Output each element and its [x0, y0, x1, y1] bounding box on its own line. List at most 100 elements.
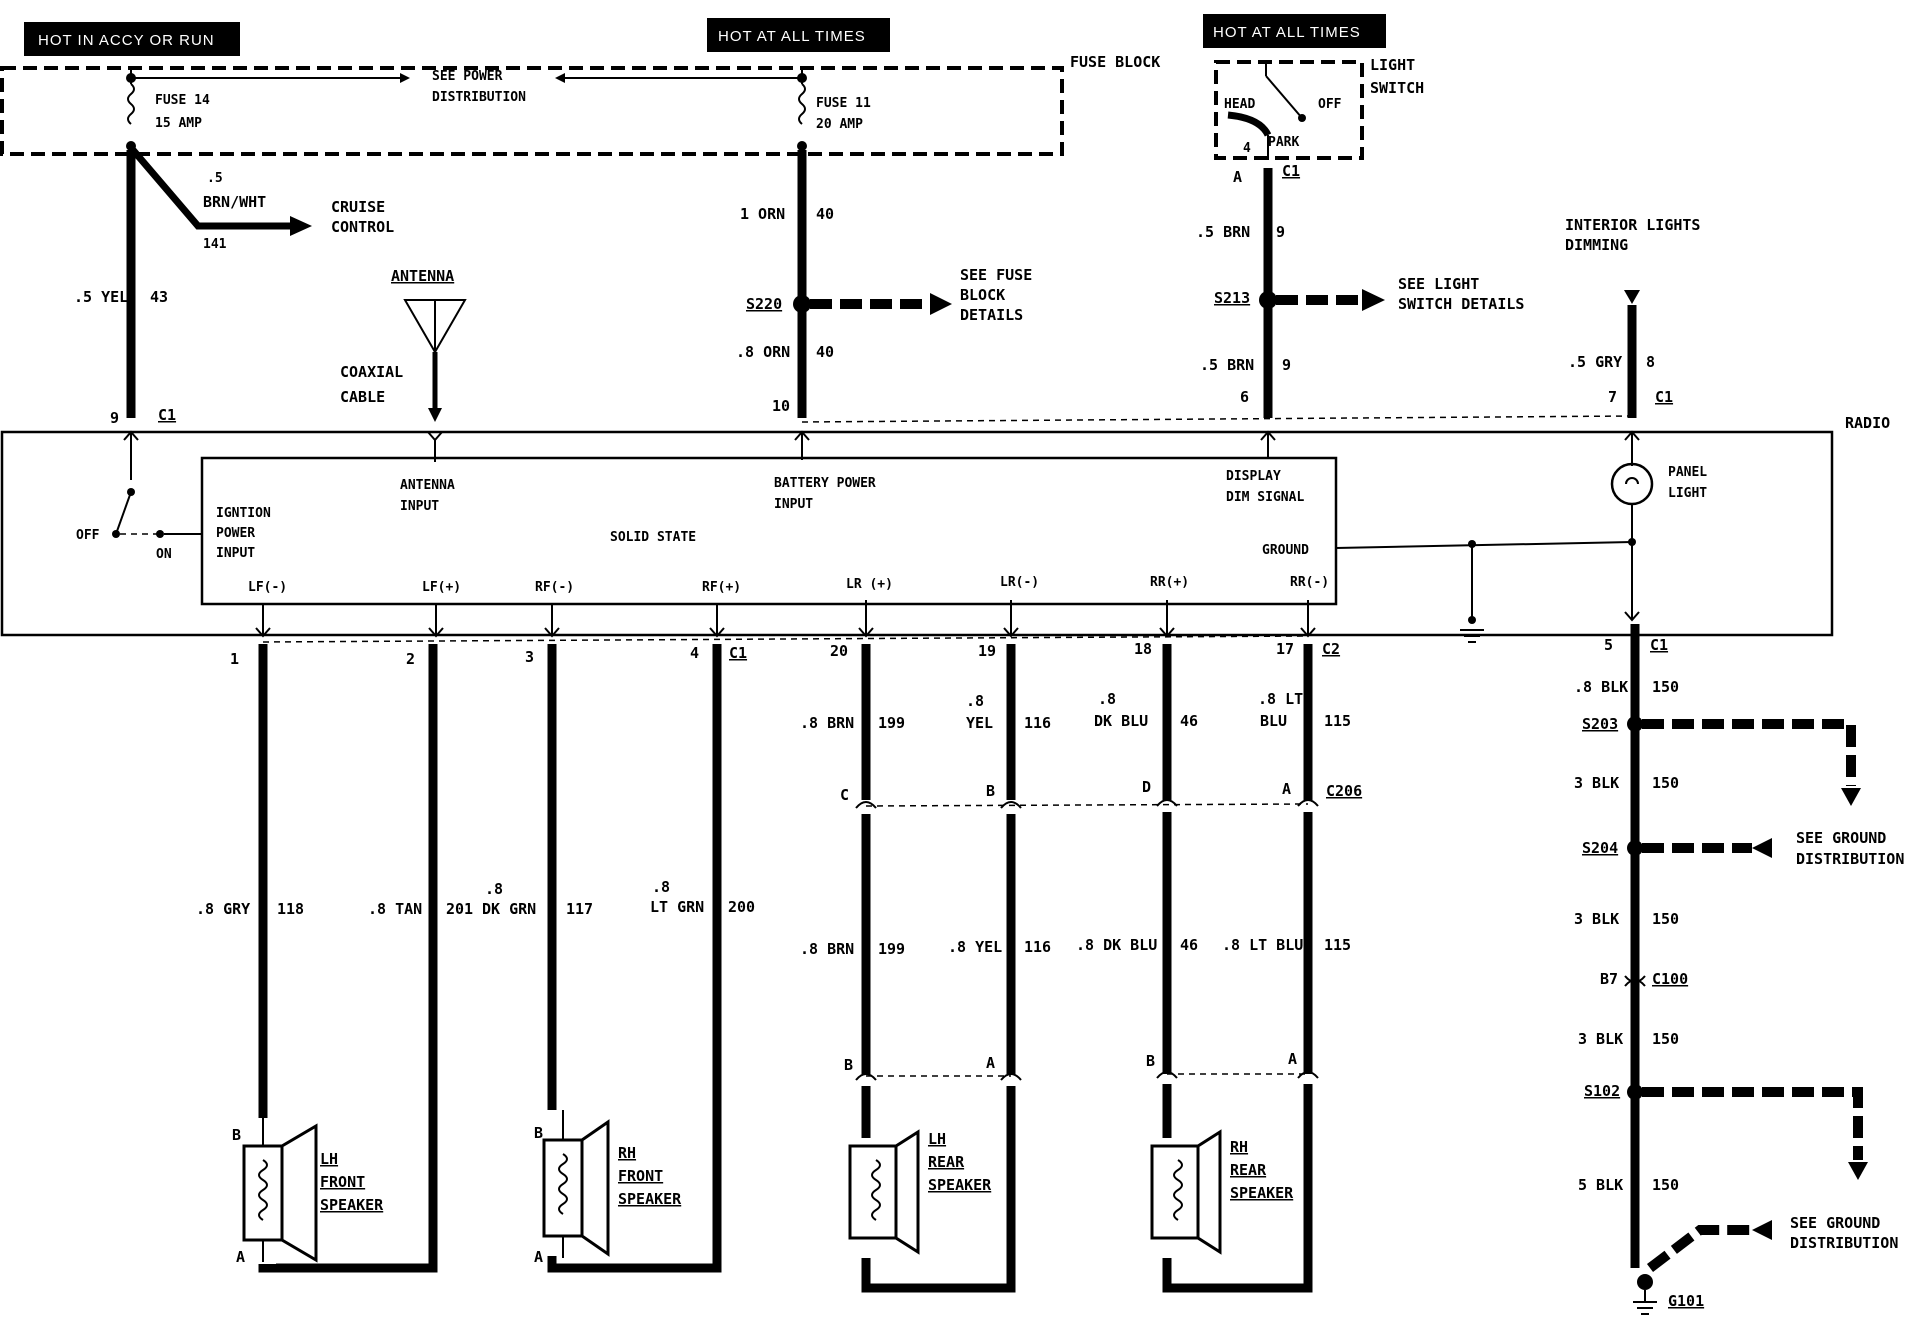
- coax-label-2: CABLE: [340, 388, 385, 406]
- c206-pin-c: C: [840, 786, 849, 804]
- c100-label: C100: [1652, 970, 1688, 988]
- pin-3: 3: [525, 648, 534, 666]
- rhf-label-3: SPEAKER: [618, 1190, 682, 1208]
- header-hot-all-times-1: HOT AT ALL TIMES: [707, 18, 890, 52]
- light-switch-title1: LIGHT: [1370, 56, 1415, 74]
- rear-bot-w19-size: .8 YEL: [948, 938, 1002, 956]
- see-ground-1b: DISTRIBUTION: [1796, 850, 1904, 868]
- interior-arrow-icon: [1624, 290, 1640, 304]
- pin-4: 4: [690, 644, 699, 662]
- output-lf-pos: LF(+): [422, 580, 461, 595]
- pin-18: 18: [1134, 640, 1152, 658]
- fuse14-amp: 15 AMP: [155, 116, 202, 131]
- ground-path: .8 BLK 150 S203 3 BLK 150 S204 SEE GROUN…: [1574, 624, 1904, 1315]
- rhf-label-1: RH: [618, 1144, 636, 1162]
- rear-top-w17-ckt: 115: [1324, 712, 1351, 730]
- wire-orn1-circuit: 40: [816, 205, 834, 223]
- gnd-blk3b-size: 3 BLK: [1574, 910, 1619, 928]
- rhf-pin-a: A: [534, 1248, 543, 1266]
- light-switch-head: HEAD: [1224, 97, 1255, 112]
- lhf-pin-a: A: [236, 1248, 245, 1266]
- bat-input-1: BATTERY POWER: [774, 476, 876, 491]
- splice-s220: S220: [746, 295, 782, 313]
- see-ground-2b: DISTRIBUTION: [1790, 1234, 1898, 1252]
- gnd-blk08-size: .8 BLK: [1574, 678, 1628, 696]
- see-fuse-1: SEE FUSE: [960, 266, 1032, 284]
- front-w3-ckt: 117: [566, 900, 593, 918]
- lr-conn-pin-b: B: [844, 1056, 853, 1074]
- splice-s102: S102: [1584, 1082, 1620, 1100]
- ground-g101: G101: [1668, 1292, 1704, 1310]
- c206-pin-a: A: [1282, 780, 1291, 798]
- bottom-c1-ground: C1: [1650, 636, 1668, 654]
- output-lr-neg: LR(-): [1000, 575, 1039, 590]
- cruise-dest2: CONTROL: [331, 218, 394, 236]
- lhr-label-2: REAR: [928, 1153, 965, 1171]
- c206-pin-d: D: [1142, 778, 1151, 796]
- lr-conn-pin-a: A: [986, 1054, 995, 1072]
- rear-bot-w20-size: .8 BRN: [800, 940, 854, 958]
- pin-20: 20: [830, 642, 848, 660]
- rear-top-w17-size-a: .8 LT: [1258, 690, 1303, 708]
- interior-lights-dimming: INTERIOR LIGHTS DIMMING .5 GRY 8: [1565, 216, 1700, 418]
- gnd-blk5-size: 5 BLK: [1578, 1176, 1623, 1194]
- output-rf-neg: RF(-): [535, 580, 574, 595]
- output-rf-pos: RF(+): [702, 580, 741, 595]
- bulb-icon: [1610, 462, 1654, 506]
- rear-top-w19-size-a: .8: [966, 692, 984, 710]
- wire-gry-circuit: 8: [1646, 353, 1655, 371]
- gnd-blk08-ckt: 150: [1652, 678, 1679, 696]
- rear-top-w18-size-b: DK BLU: [1094, 712, 1148, 730]
- fuse14-icon: [127, 83, 135, 125]
- rear-top-w18-size-a: .8: [1098, 690, 1116, 708]
- bottom-c2: C2: [1322, 640, 1340, 658]
- radio-pin-7: 7: [1608, 388, 1617, 406]
- ign-label-2: POWER: [216, 526, 255, 541]
- rear-bot-w18-ckt: 46: [1180, 936, 1198, 954]
- front-w4-size-a: .8: [652, 878, 670, 896]
- gnd-blk3c-size: 3 BLK: [1578, 1030, 1623, 1048]
- rhf-label-2: FRONT: [618, 1167, 663, 1185]
- wire-brn2-circuit: 9: [1282, 356, 1291, 374]
- ign-label-3: INPUT: [216, 546, 255, 561]
- rear-top-w17-size-b: BLU: [1260, 712, 1287, 730]
- pin-5: 5: [1604, 636, 1613, 654]
- see-light-1: SEE LIGHT: [1398, 275, 1479, 293]
- front-w3-size-a: .8: [485, 880, 503, 898]
- lhf-pin-b: B: [232, 1126, 241, 1144]
- pin-17: 17: [1276, 640, 1294, 658]
- ignition-switch: OFF ON: [76, 488, 202, 562]
- ignition-on: ON: [156, 547, 172, 562]
- c206-label: C206: [1326, 782, 1362, 800]
- pin-19: 19: [978, 642, 996, 660]
- pin-2: 2: [406, 650, 415, 668]
- panel-light: PANEL LIGHT: [1610, 440, 1707, 620]
- ant-input-2: INPUT: [400, 499, 439, 514]
- output-lr-pos: LR (+): [846, 577, 893, 592]
- rhf-pin-b: B: [534, 1124, 543, 1142]
- light-switch-conn: C1: [1282, 162, 1300, 180]
- header-hot-all-times-2: HOT AT ALL TIMES: [1203, 14, 1386, 48]
- light-switch-pin: 4: [1243, 141, 1251, 156]
- wire-brn1-circuit: 9: [1276, 223, 1285, 241]
- front-w2-size: .8 TAN: [368, 900, 422, 918]
- light-switch: LIGHT SWITCH HEAD OFF PARK 4 A C1: [1214, 56, 1424, 186]
- lhf-label-3: SPEAKER: [320, 1196, 384, 1214]
- speaker-rh-front: B A RH FRONT SPEAKER: [534, 1110, 682, 1266]
- header-hot-accy-run-text: HOT IN ACCY OR RUN: [38, 32, 215, 49]
- cruise-wire-color: BRN/WHT: [203, 193, 266, 211]
- radio-label: RADIO: [1845, 414, 1890, 432]
- header-hot-all-times-2-text: HOT AT ALL TIMES: [1213, 24, 1361, 41]
- fuse11-label: FUSE 11: [816, 96, 871, 111]
- speaker-lh-front-icon: [280, 1123, 318, 1263]
- see-ground-2a: SEE GROUND: [1790, 1214, 1880, 1232]
- splice-s213-dot: [1259, 291, 1277, 309]
- gnd-blk3a-ckt: 150: [1652, 774, 1679, 792]
- light-switch-title2: SWITCH: [1370, 79, 1424, 97]
- disp-dim-2: DIM SIGNAL: [1226, 490, 1304, 505]
- solid-state-label: SOLID STATE: [610, 530, 696, 545]
- antenna: ANTENNA COAXIAL CABLE: [340, 267, 467, 422]
- lhf-label-2: FRONT: [320, 1173, 365, 1191]
- output-lf-neg: LF(-): [248, 580, 287, 595]
- wire-gry-size: .5 GRY: [1568, 353, 1622, 371]
